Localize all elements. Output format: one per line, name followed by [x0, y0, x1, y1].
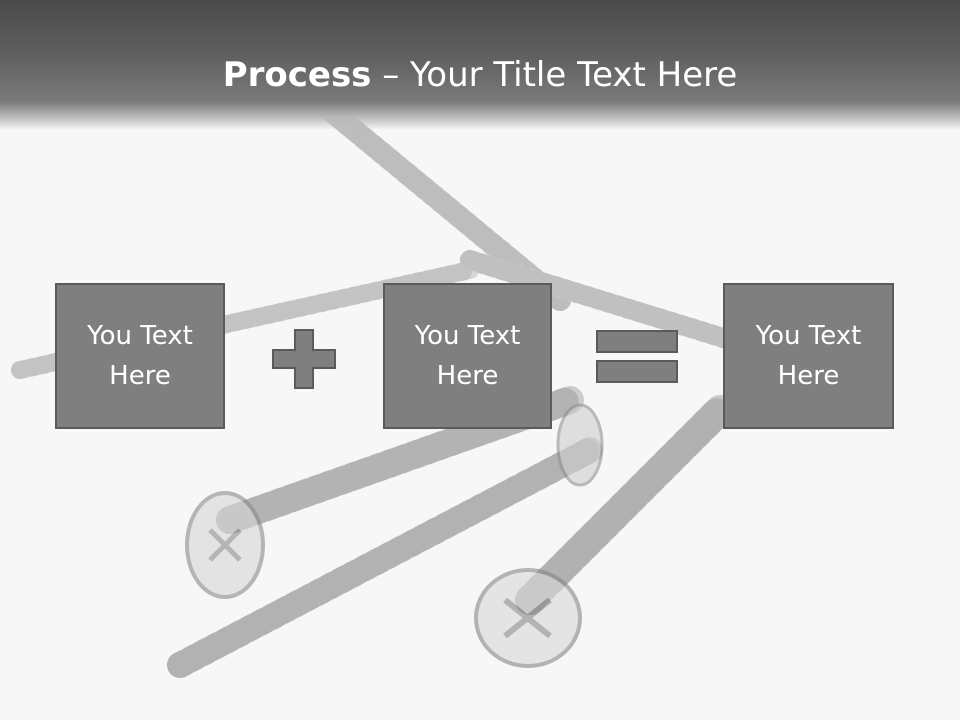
- equals-icon: [596, 330, 678, 383]
- process-box-1[interactable]: You Text Here: [55, 283, 225, 429]
- process-box-2[interactable]: You Text Here: [383, 283, 552, 429]
- process-box-3[interactable]: You Text Here: [723, 283, 894, 429]
- title-rest: – Your Title Text Here: [371, 55, 738, 95]
- process-box-2-label: You Text Here: [414, 321, 521, 391]
- plus-icon: [272, 329, 336, 389]
- process-box-3-label: You Text Here: [755, 321, 862, 391]
- title-bold: Process: [222, 55, 372, 95]
- process-box-1-label: You Text Here: [87, 321, 193, 391]
- slide-title: Process – Your Title Text Here: [0, 52, 960, 98]
- title-bar: [0, 0, 960, 130]
